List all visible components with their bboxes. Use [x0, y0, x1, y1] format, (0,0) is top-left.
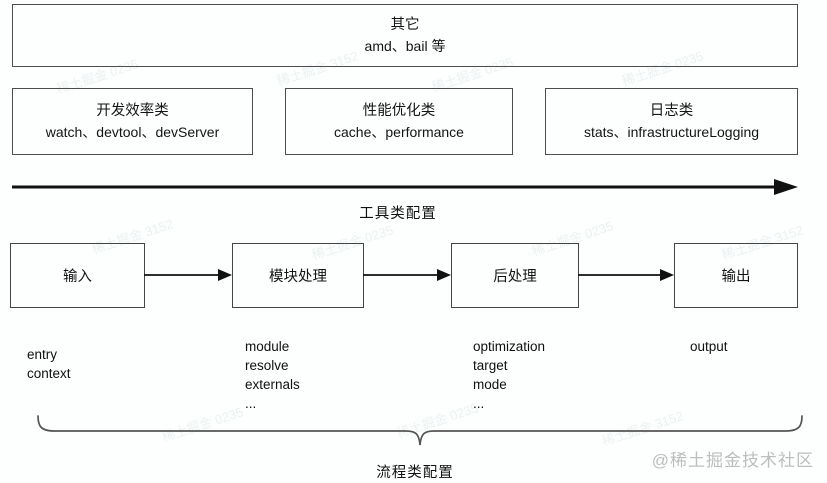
flow-connector-arrow: [578, 269, 674, 281]
flow-box-input: 输入: [10, 243, 145, 308]
category-box-logging: 日志类 stats、infrastructureLogging: [545, 88, 798, 155]
flow-props-module: module resolve externals ...: [245, 337, 300, 413]
box-subtitle: amd、bail 等: [364, 37, 446, 54]
flow-box-label: 输出: [721, 269, 751, 285]
credit-watermark: @稀土掘金技术社区: [651, 451, 814, 470]
flow-box-module-processing: 模块处理: [232, 243, 364, 308]
prop-line: ...: [473, 396, 485, 411]
flow-props-output: output: [690, 337, 728, 356]
box-subtitle: cache、performance: [334, 123, 464, 140]
box-title: 性能优化类: [362, 102, 436, 119]
flow-box-output: 输出: [674, 243, 798, 308]
tool-axis-label: 工具类配置: [359, 206, 437, 222]
flow-props-post-processing: optimization target mode ...: [473, 337, 545, 413]
prop-line: resolve: [245, 358, 289, 373]
prop-line: ...: [245, 396, 257, 411]
prop-line: optimization: [473, 339, 546, 354]
flow-connector-arrow: [363, 269, 451, 281]
box-title: 开发效率类: [96, 102, 169, 119]
other-config-box: 其它 amd、bail 等: [12, 4, 798, 67]
flow-box-label: 输入: [63, 269, 92, 285]
prop-line: externals: [245, 377, 300, 392]
tool-axis-arrow: [12, 179, 798, 195]
box-subtitle: watch、devtool、devServer: [45, 123, 220, 140]
prop-line: context: [27, 366, 71, 381]
box-title: 其它: [390, 16, 420, 33]
flow-props-input: entry context: [27, 345, 71, 383]
flow-brace: [37, 415, 803, 446]
box-subtitle: stats、infrastructureLogging: [583, 123, 760, 140]
flow-box-label: 后处理: [493, 269, 537, 285]
prop-line: module: [245, 339, 290, 354]
prop-line: entry: [27, 347, 58, 362]
flow-box-post-processing: 后处理: [451, 243, 579, 308]
prop-line: mode: [473, 377, 507, 392]
prop-line: output: [690, 339, 728, 354]
flow-axis-label: 流程类配置: [376, 465, 454, 481]
prop-line: target: [473, 358, 508, 373]
category-box-performance: 性能优化类 cache、performance: [285, 88, 513, 155]
box-title: 日志类: [649, 102, 694, 119]
flow-connector-arrow: [144, 269, 232, 281]
flow-box-label: 模块处理: [269, 269, 327, 285]
category-box-dev-efficiency: 开发效率类 watch、devtool、devServer: [12, 88, 253, 155]
